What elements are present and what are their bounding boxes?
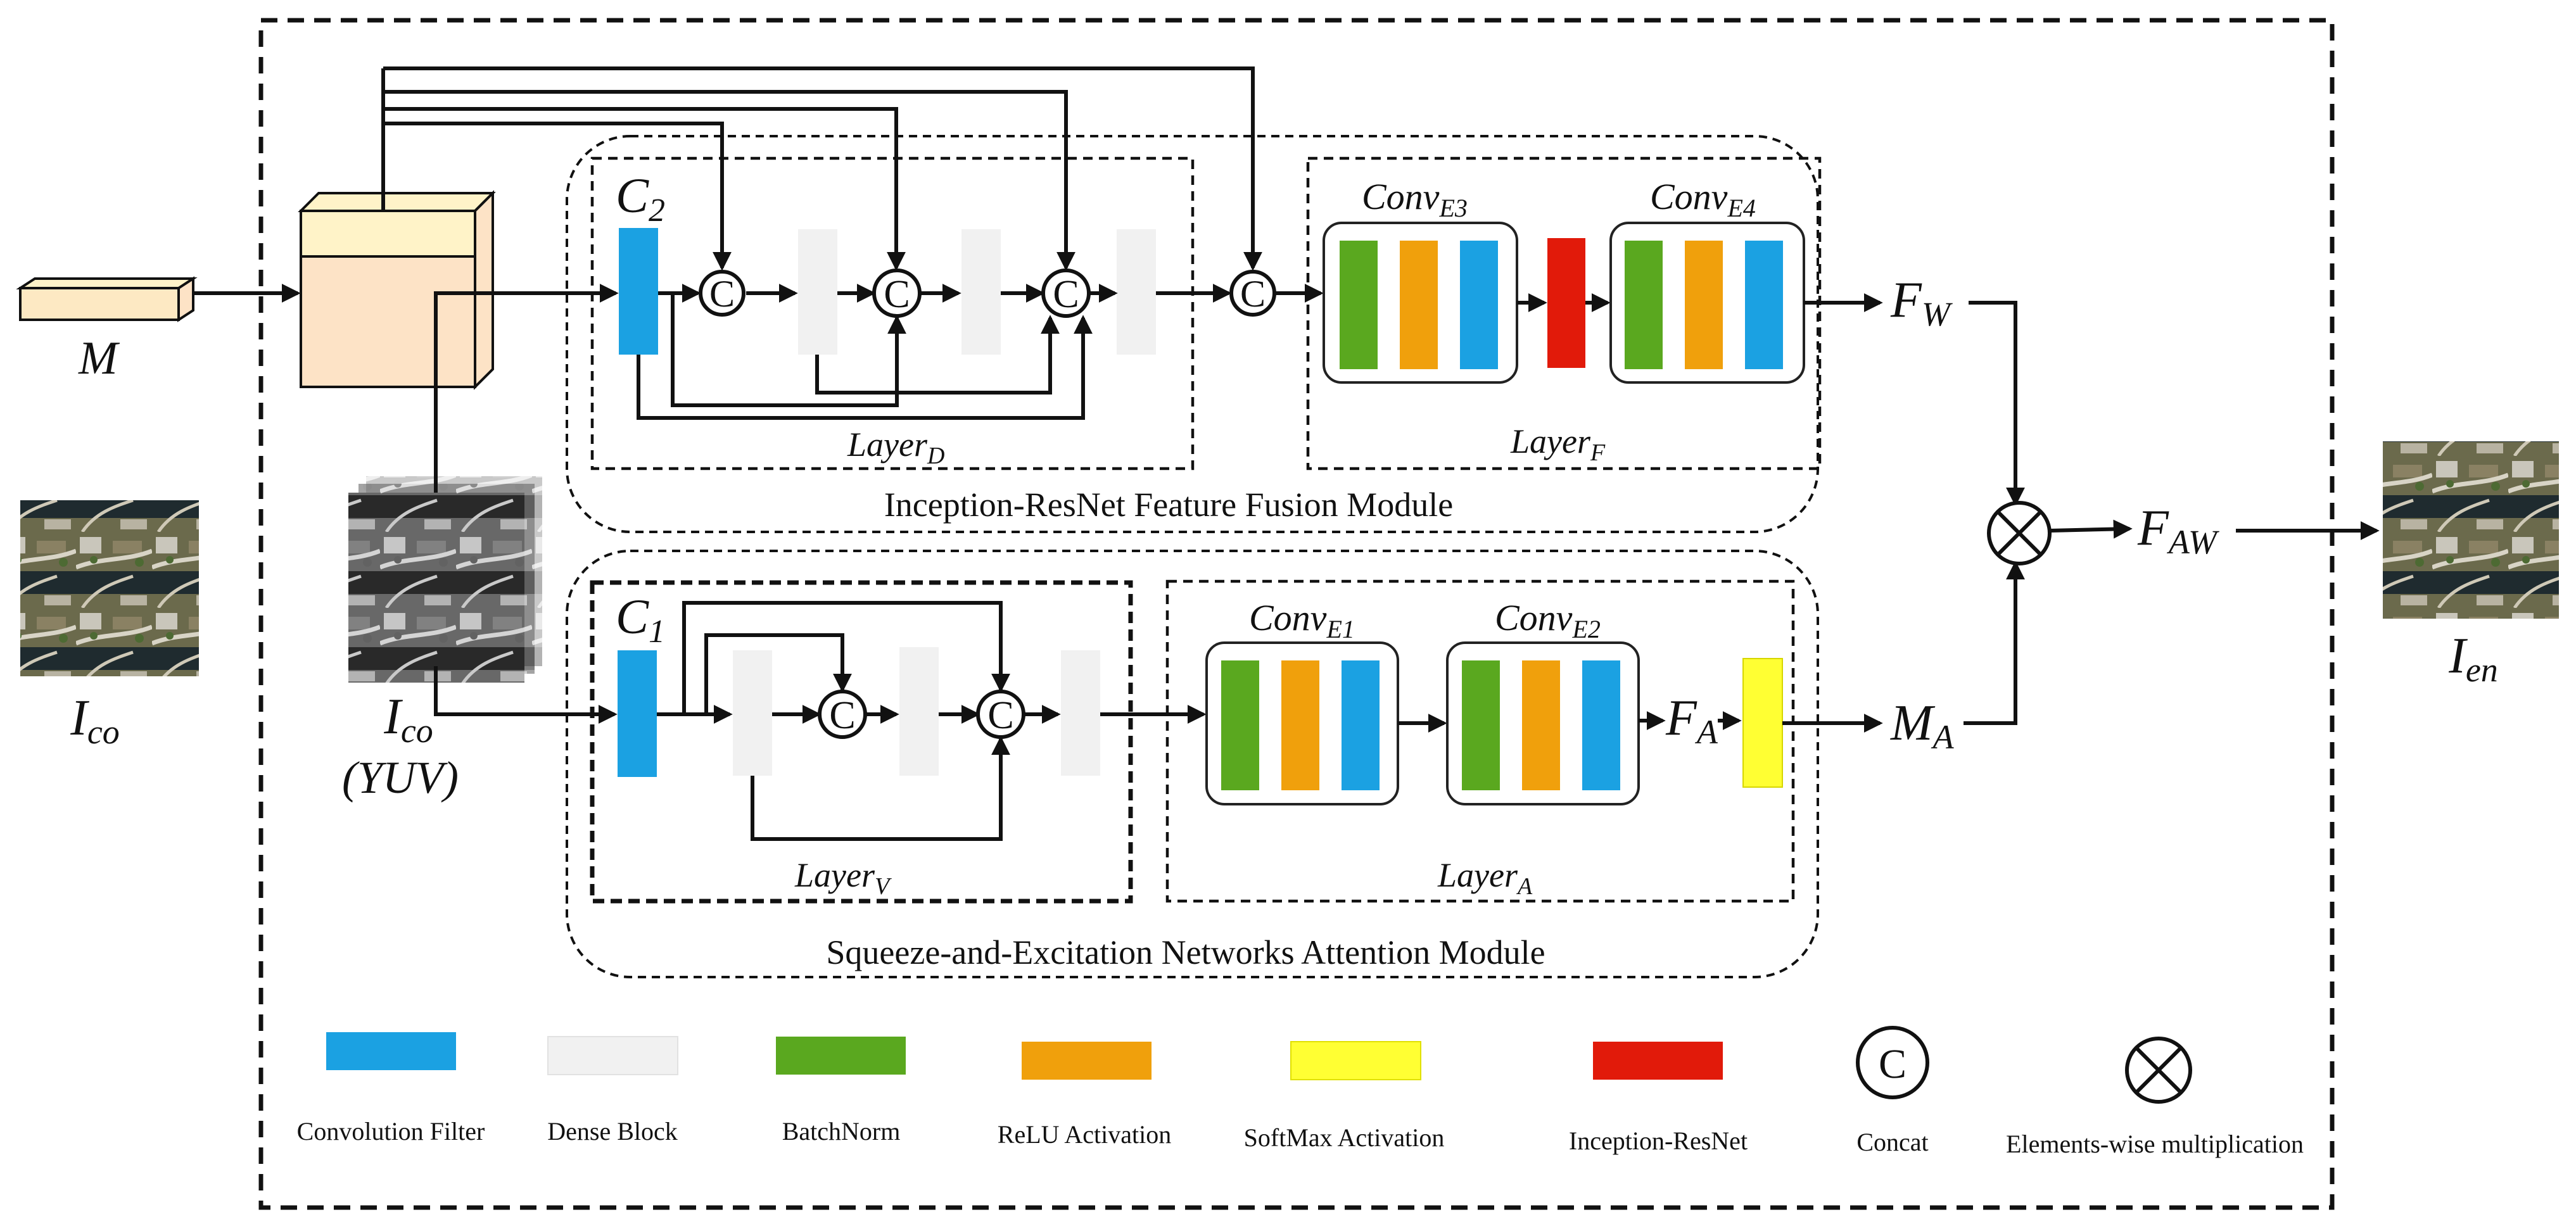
faw-label: FAW bbox=[2137, 500, 2220, 561]
conv-e1-label: ConvE1 bbox=[1249, 597, 1355, 643]
batchnorm-layer bbox=[1462, 660, 1500, 790]
concat-node bbox=[1229, 270, 1276, 317]
fusion-module-title: Inception-ResNet Feature Fusion Module bbox=[884, 486, 1453, 524]
fa-label: FA bbox=[1665, 690, 1718, 751]
layer-a-box bbox=[1165, 579, 1795, 903]
layer-a-label: LayerA bbox=[1437, 856, 1533, 900]
legend-swatch-relu bbox=[1022, 1042, 1152, 1080]
conv-e4-label: ConvE4 bbox=[1650, 176, 1756, 222]
concat-symbol: C bbox=[884, 273, 910, 316]
dense-block bbox=[1061, 650, 1100, 776]
feature-map-cube bbox=[298, 190, 496, 390]
legend: Convolution Filter Dense Block BatchNorm… bbox=[297, 1026, 2304, 1158]
concat-symbol: C bbox=[1053, 273, 1079, 316]
output-image-label: Ien bbox=[2448, 628, 2498, 689]
layer-f-label: LayerF bbox=[1510, 422, 1606, 466]
conv-layer bbox=[1582, 660, 1620, 790]
legend-label-concat: Concat bbox=[1856, 1128, 1928, 1156]
cover-image-label: Ico bbox=[70, 690, 120, 751]
layer-d-box bbox=[590, 156, 1195, 470]
conv-filter-block bbox=[619, 228, 658, 355]
legend-label-multiply: Elements-wise multiplication bbox=[2006, 1130, 2304, 1158]
legend-label-batchnorm: BatchNorm bbox=[782, 1117, 901, 1146]
conv-filter-block bbox=[618, 650, 657, 777]
batchnorm-layer bbox=[1625, 241, 1663, 369]
legend-label-conv-filter: Convolution Filter bbox=[297, 1117, 485, 1146]
inception-resnet-block bbox=[1547, 238, 1585, 368]
relu-layer bbox=[1522, 660, 1560, 790]
fw-label: FW bbox=[1890, 272, 1953, 333]
legend-label-inception-resnet: Inception-ResNet bbox=[1569, 1127, 1748, 1155]
legend-label-dense-block: Dense Block bbox=[547, 1117, 678, 1146]
conv-e3-label: ConvE3 bbox=[1362, 176, 1468, 222]
attention-module-box bbox=[566, 550, 1819, 978]
layer-d-label: LayerD bbox=[847, 426, 944, 469]
legend-concat-icon bbox=[1856, 1026, 1929, 1099]
conv-layer bbox=[1460, 241, 1498, 369]
batchnorm-layer bbox=[1340, 241, 1378, 369]
concat-symbol: C bbox=[987, 694, 1013, 737]
cover-image-thumbnail bbox=[20, 500, 199, 676]
dense-block bbox=[1117, 229, 1156, 355]
legend-swatch-conv-filter bbox=[326, 1032, 456, 1070]
concat-symbol: C bbox=[829, 694, 855, 737]
yuv-image-label: Ico bbox=[383, 689, 433, 750]
mask-input bbox=[16, 276, 198, 322]
legend-label-softmax: SoftMax Activation bbox=[1244, 1123, 1445, 1152]
legend-swatch-dense-block bbox=[547, 1036, 678, 1075]
concat-symbol: C bbox=[709, 273, 735, 315]
yuv-label-suffix: (YUV) bbox=[342, 752, 459, 803]
outer-frame bbox=[258, 18, 2335, 1210]
attention-module-title: Squeeze-and-Excitation Networks Attentio… bbox=[826, 933, 1545, 971]
c1-label: C1 bbox=[616, 589, 665, 650]
relu-layer bbox=[1281, 660, 1319, 790]
concat-node bbox=[872, 268, 922, 318]
softmax-layer bbox=[1742, 658, 1783, 788]
concat-node bbox=[1041, 268, 1091, 318]
c2-label: C2 bbox=[616, 168, 665, 229]
legend-label-relu: ReLU Activation bbox=[998, 1120, 1171, 1149]
layer-v-box bbox=[590, 580, 1133, 904]
concat-node bbox=[699, 270, 746, 317]
batchnorm-layer bbox=[1221, 660, 1259, 790]
concat-symbol: C bbox=[1240, 273, 1266, 315]
output-image-thumbnail bbox=[2383, 441, 2559, 619]
dense-block bbox=[961, 229, 1001, 355]
conv-e2-label: ConvE2 bbox=[1495, 597, 1601, 643]
legend-swatch-inception-resnet bbox=[1593, 1042, 1723, 1080]
conv-layer bbox=[1342, 660, 1380, 790]
legend-swatch-softmax bbox=[1290, 1041, 1421, 1080]
concat-node bbox=[976, 690, 1025, 739]
relu-layer bbox=[1685, 241, 1723, 369]
dense-block bbox=[733, 650, 772, 776]
relu-layer bbox=[1400, 241, 1438, 369]
dense-block bbox=[899, 647, 939, 776]
mask-label: M bbox=[78, 332, 120, 384]
yuv-image-stack bbox=[348, 476, 542, 683]
legend-concat-symbol: C bbox=[1879, 1041, 1907, 1087]
ma-label: MA bbox=[1890, 695, 1955, 756]
layer-v-label: LayerV bbox=[794, 856, 892, 900]
fusion-module-box bbox=[566, 135, 1819, 533]
legend-swatch-batchnorm bbox=[776, 1037, 906, 1075]
concat-node bbox=[818, 690, 867, 739]
legend-multiply-icon bbox=[2125, 1037, 2192, 1104]
conv-layer bbox=[1745, 241, 1783, 369]
dense-block bbox=[798, 229, 837, 355]
layer-f-box bbox=[1306, 156, 1822, 470]
multiply-node bbox=[1987, 501, 2052, 565]
